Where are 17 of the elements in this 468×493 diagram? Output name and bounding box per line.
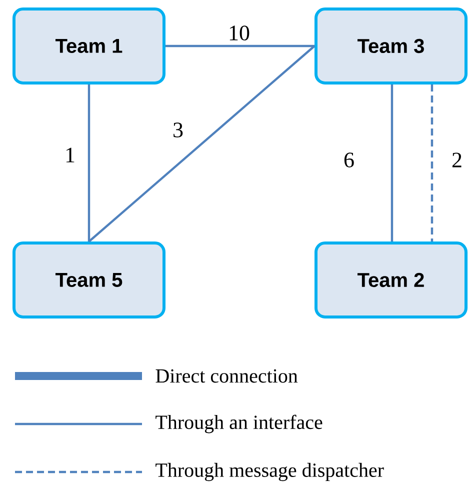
- edge-label: 1: [66, 148, 74, 162]
- connector-line: [430, 84, 434, 242]
- connector-line: [166, 44, 314, 48]
- team-box: Team 1: [12, 8, 166, 84]
- connector-line: [88, 84, 90, 242]
- edge-label: 6: [344, 152, 354, 168]
- team-box: Team 3: [314, 8, 468, 84]
- edge-label: 10: [230, 26, 250, 40]
- edge-label: 2: [452, 152, 462, 168]
- legend-label: Through message dispatcher: [156, 462, 384, 482]
- edge-label: 3: [174, 122, 183, 138]
- legend-label: Through an interface: [156, 414, 322, 434]
- connector-line: [390, 84, 394, 242]
- connector-line: [88, 45, 316, 242]
- team-box: Team 2: [314, 242, 468, 318]
- legend-label: Direct connection: [156, 369, 298, 383]
- team-box: Team 5: [12, 242, 166, 318]
